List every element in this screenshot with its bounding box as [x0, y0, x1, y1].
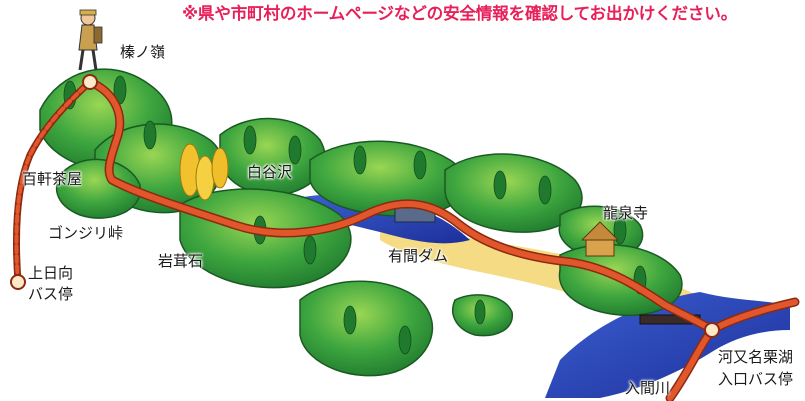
- hiker-icon: [78, 9, 103, 71]
- label-lower-bus-b: バス停: [28, 285, 74, 303]
- kawamata-marker: [704, 322, 720, 338]
- label-teahouse: 百軒茶屋: [22, 170, 83, 188]
- label-iwatakeishi: 岩茸石: [158, 252, 204, 270]
- label-dam: 有間ダム: [388, 247, 449, 265]
- label-kawamata-b: 入口バス停: [718, 370, 794, 388]
- label-kawamata-a: 河又名栗湖: [718, 348, 794, 366]
- label-lower-bus-a: 上日向: [28, 264, 74, 282]
- lower-bus-marker: [10, 274, 26, 290]
- hill: [218, 117, 326, 196]
- label-river: 入間川: [625, 379, 671, 397]
- hill: [299, 280, 434, 377]
- autumn-trees: [179, 143, 229, 201]
- trees: [63, 75, 647, 355]
- label-summit: 榛ノ嶺: [120, 43, 166, 61]
- temple-building: [580, 221, 620, 257]
- label-shirotani: 白谷沢: [247, 163, 293, 181]
- hill: [55, 158, 142, 219]
- label-temple: 龍泉寺: [603, 204, 649, 222]
- label-pass: ゴンジリ峠: [48, 224, 124, 242]
- summit-marker: [82, 74, 98, 90]
- safety-notice: ※県や市町村のホームページなどの安全情報を確認してお出かけください。: [182, 4, 738, 23]
